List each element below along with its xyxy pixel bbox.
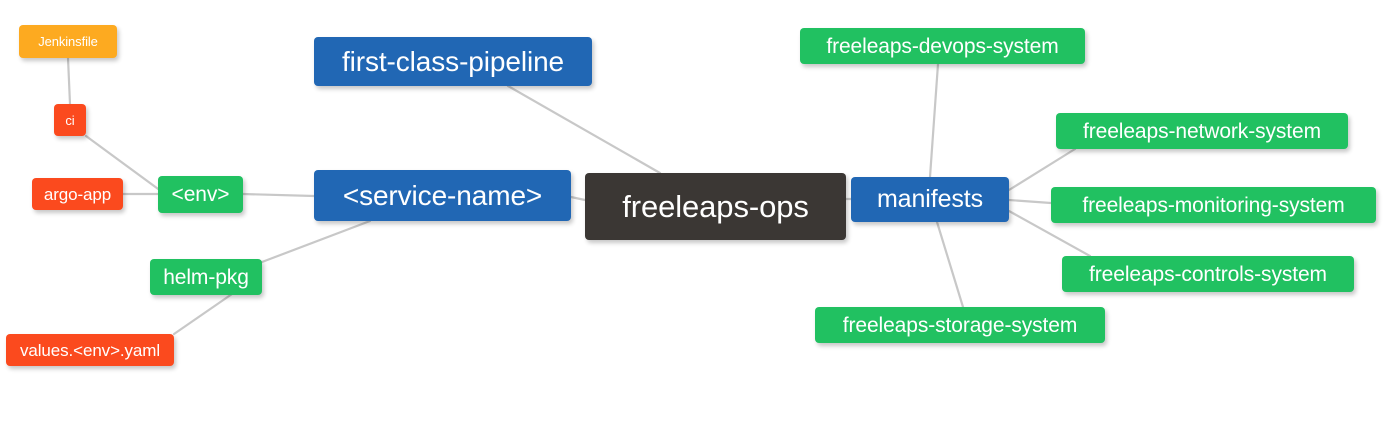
node-freeleaps-storage-system[interactable]: freeleaps-storage-system — [815, 307, 1105, 343]
edge-manifests-monitoring — [1007, 198, 1053, 205]
node-freeleaps-ops[interactable]: freeleaps-ops — [585, 173, 846, 240]
node-label: ci — [65, 112, 75, 128]
node-freeleaps-controls-system[interactable]: freeleaps-controls-system — [1062, 256, 1354, 292]
node-first-class-pipeline[interactable]: first-class-pipeline — [314, 37, 592, 86]
node-label: manifests — [876, 185, 984, 213]
edge-manifests-devops — [928, 62, 940, 179]
edge-jenkinsfile-ci — [66, 56, 72, 106]
node-helm-pkg[interactable]: helm-pkg — [150, 259, 262, 295]
edge-servicename-root — [569, 195, 587, 202]
node-label: freeleaps-monitoring-system — [1082, 193, 1345, 217]
node-label: freeleaps-devops-system — [826, 34, 1059, 58]
node-freeleaps-monitoring-system[interactable]: freeleaps-monitoring-system — [1051, 187, 1376, 223]
edge-values-helmpkg — [172, 292, 234, 336]
node-manifests[interactable]: manifests — [851, 177, 1009, 222]
node-label: helm-pkg — [163, 265, 249, 289]
edge-manifests-storage — [935, 220, 965, 309]
edge-pipeline-root — [506, 84, 662, 175]
edge-env-servicename — [241, 192, 316, 198]
node-freeleaps-network-system[interactable]: freeleaps-network-system — [1056, 113, 1348, 149]
edge-manifests-network — [1007, 147, 1077, 192]
node-jenkinsfile[interactable]: Jenkinsfile — [19, 25, 117, 58]
edge-helmpkg-servicename — [260, 219, 372, 264]
node-label: argo-app — [43, 184, 112, 204]
node-label: freeleaps-ops — [622, 189, 809, 224]
node-label: freeleaps-controls-system — [1089, 262, 1327, 286]
node-env[interactable]: <env> — [158, 176, 243, 213]
node-service-name[interactable]: <service-name> — [314, 170, 571, 221]
node-values-env-yaml[interactable]: values.<env>.yaml — [6, 334, 174, 366]
node-label: freeleaps-storage-system — [842, 313, 1078, 337]
node-label: <env> — [171, 183, 230, 206]
node-ci[interactable]: ci — [54, 104, 86, 136]
node-label: first-class-pipeline — [341, 45, 565, 77]
node-label: Jenkinsfile — [38, 34, 98, 49]
node-argo-app[interactable]: argo-app — [32, 178, 123, 210]
node-freeleaps-devops-system[interactable]: freeleaps-devops-system — [800, 28, 1085, 64]
node-label: freeleaps-network-system — [1082, 119, 1321, 143]
node-label: values.<env>.yaml — [19, 340, 161, 360]
node-label: <service-name> — [342, 179, 543, 211]
